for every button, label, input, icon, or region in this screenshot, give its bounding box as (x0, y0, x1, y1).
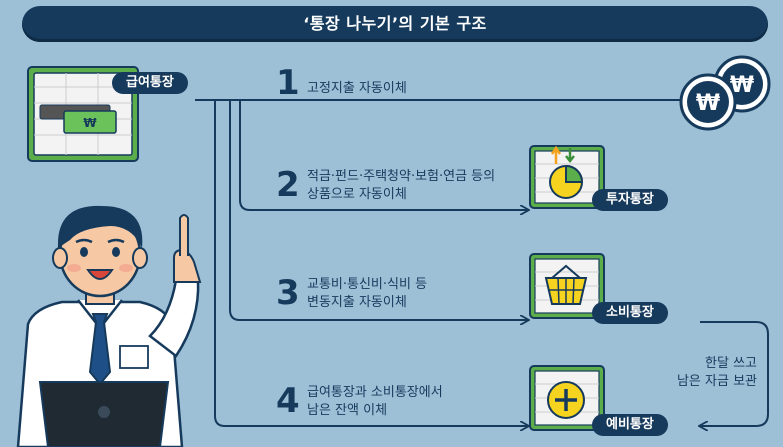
step-2-line-1: 적금·펀드·주택청약·보험·연금 등의 (307, 169, 496, 184)
leftover-note-line-2: 남은 자금 보관 (676, 374, 757, 389)
svg-text:₩: ₩ (696, 91, 720, 116)
step-4-text: 급여통장과 소비통장에서 남은 잔액 이체 (307, 384, 443, 420)
step-1-text: 고정지출 자동이체 (307, 80, 407, 98)
leftover-note: 한달 쓰고 남은 자금 보관 (677, 355, 757, 391)
investment-account-label: 투자통장 (592, 189, 668, 211)
step-3-text: 교통비·통신비·식비 등 변동지출 자동이체 (307, 276, 427, 312)
step-1-number: 1 (276, 63, 300, 103)
reserve-account-icon (528, 364, 608, 434)
flow-line-2 (239, 100, 528, 210)
salary-account-label: 급여통장 (112, 72, 188, 94)
spending-account-label: 소비통장 (592, 302, 668, 324)
step-2-number: 2 (276, 165, 300, 205)
flow-line-3 (229, 100, 528, 320)
office-worker-illustration (0, 196, 215, 447)
salary-account-icon: ₩ (26, 65, 142, 165)
won-banknote-icon: ₩ (27, 66, 139, 162)
step-2-line-2: 상품으로 자동이체 (307, 187, 407, 202)
step-1-line-1: 고정지출 자동이체 (307, 81, 407, 96)
step-2-text: 적금·펀드·주택청약·보험·연금 등의 상품으로 자동이체 (307, 168, 495, 204)
flow-line-4 (214, 100, 528, 426)
reserve-account-label: 예비통장 (592, 414, 668, 436)
investment-account-icon (528, 144, 608, 212)
step-3-number: 3 (276, 273, 300, 313)
leftover-note-line-1: 한달 쓰고 (705, 356, 757, 371)
page-title: ‘통장 나누기’의 기본 구조 (303, 14, 487, 33)
flow-line-spending-to-reserve (700, 321, 769, 426)
won-coins-icon: ₩ ₩ (672, 52, 782, 132)
step-4-line-2: 남은 잔액 이체 (307, 403, 388, 418)
step-3-line-1: 교통비·통신비·식비 등 (307, 277, 428, 292)
pie-chart-icon (549, 164, 584, 199)
spending-account-icon (528, 252, 608, 322)
step-3-line-2: 변동지출 자동이체 (307, 295, 407, 310)
step-4-line-1: 급여통장과 소비통장에서 (307, 385, 443, 400)
title-bar: ‘통장 나누기’의 기본 구조 (22, 6, 768, 42)
svg-text:₩: ₩ (83, 116, 97, 130)
shopping-basket-icon (544, 264, 588, 305)
plus-icon (547, 381, 585, 419)
step-4-number: 4 (276, 381, 300, 421)
